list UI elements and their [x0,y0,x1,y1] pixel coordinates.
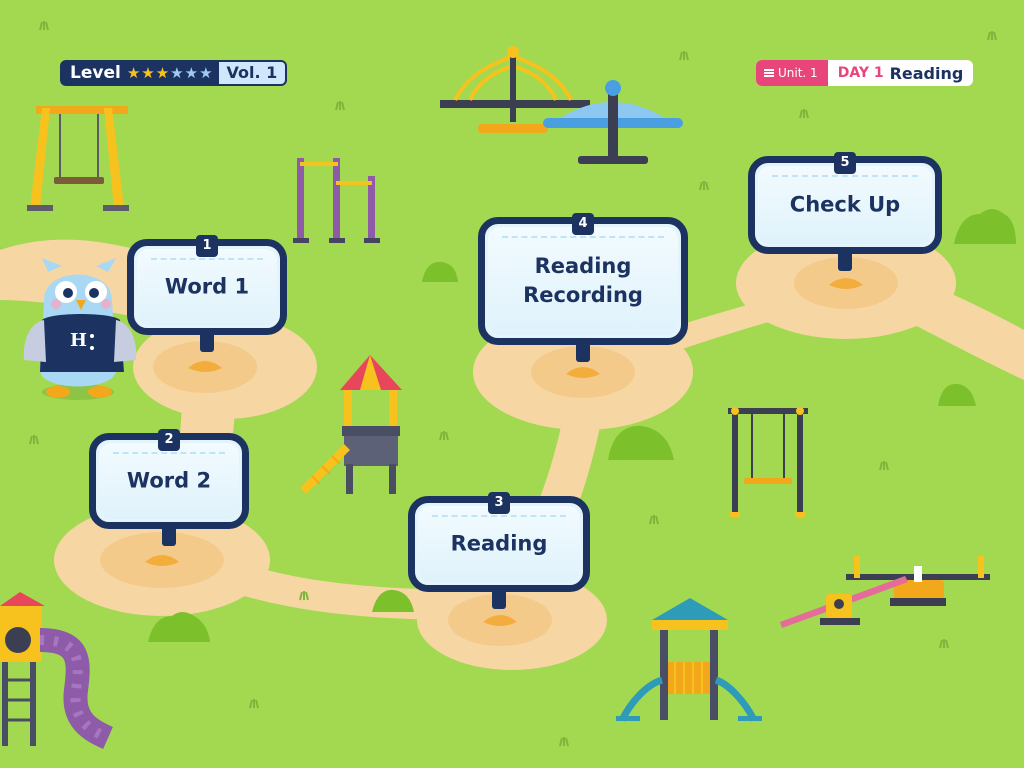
unit-label: Unit. 1 [778,66,818,80]
stage-number: 1 [196,235,218,257]
star-empty-icon: ★ [199,63,213,82]
sign-post [576,342,590,362]
sign-post [200,332,214,352]
stage-sign-reading[interactable]: 3 Reading [408,492,590,609]
star-empty-icon: ★ [170,63,184,82]
stage-sign-word-2[interactable]: 2 Word 2 [89,429,249,546]
stage-sign-check-up[interactable]: 5 Check Up [748,152,942,271]
sign-post [838,251,852,271]
star-filled-icon: ★ [141,63,155,82]
stage-label: Reading [450,531,548,556]
level-stars: ★★★★★★ [126,63,213,82]
unit-day-badge: Unit. 1 DAY 1 Reading [756,60,974,86]
svg-text:H: H [70,330,87,351]
level-label: Level [70,63,121,83]
stage-number: 3 [488,492,510,514]
stage-label: Check Up [789,192,901,217]
unit-tag[interactable]: Unit. 1 [756,60,828,86]
owl-mascot-icon: H [23,258,137,400]
activity-label: Reading [889,63,964,83]
volume-label: Vol. 1 [218,62,286,84]
star-empty-icon: ★ [184,63,199,82]
stage-number: 5 [834,152,856,174]
star-filled-icon: ★ [126,63,141,82]
stage-number: 4 [572,213,594,235]
stage-number: 2 [158,429,180,451]
stage-label: Word 1 [164,274,250,299]
level-badge: Level ★★★★★★ Vol. 1 [60,60,288,86]
stage-sign-word-1[interactable]: 1 Word 1 [127,235,287,352]
sign-post [492,589,506,609]
stage-label: Reading Recording [523,254,643,307]
stage-sign-reading-recording[interactable]: 4 Reading Recording [478,213,688,362]
day-label: DAY 1 [837,65,884,81]
sign-post [162,526,176,546]
stage-label: Word 2 [126,468,212,493]
star-filled-icon: ★ [155,63,170,82]
menu-icon [764,69,774,77]
